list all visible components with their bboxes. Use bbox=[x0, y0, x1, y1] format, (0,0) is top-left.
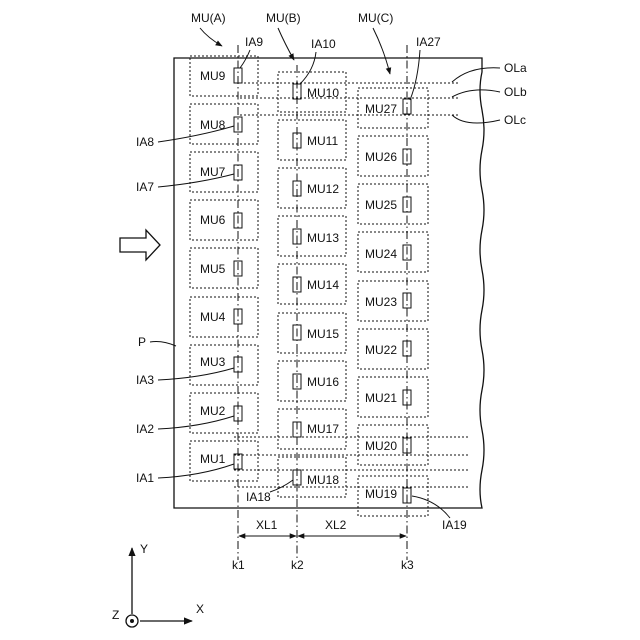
plate-label: P bbox=[138, 335, 146, 349]
transport-direction-arrow bbox=[120, 230, 160, 260]
ia-label: IA10 bbox=[311, 37, 336, 51]
overlap-label-a: OLa bbox=[504, 61, 527, 75]
column-label-k2: k2 bbox=[291, 558, 304, 572]
group-label-a: MU(A) bbox=[191, 11, 226, 25]
ia-leader bbox=[240, 50, 250, 68]
ia-leader bbox=[300, 52, 316, 84]
ia-label: IA19 bbox=[442, 518, 467, 532]
group-arrow-b bbox=[278, 28, 294, 60]
ia-leader bbox=[158, 368, 234, 380]
overlap-leader-b bbox=[452, 90, 500, 97]
ia-label: IA9 bbox=[245, 35, 263, 49]
unit-label: MU4 bbox=[200, 310, 226, 324]
unit-label: MU11 bbox=[307, 134, 338, 148]
ia-leader bbox=[412, 496, 450, 518]
unit-label: MU3 bbox=[200, 355, 226, 369]
x-axis-label: X bbox=[196, 602, 204, 616]
unit-label: MU6 bbox=[200, 213, 226, 227]
unit-label: MU27 bbox=[365, 102, 397, 116]
unit-label: MU16 bbox=[307, 375, 339, 389]
unit-label: MU15 bbox=[307, 327, 339, 341]
group-arrow-a bbox=[200, 28, 222, 46]
spacing-label-xl2: XL2 bbox=[325, 518, 347, 532]
group-label-b: MU(B) bbox=[266, 11, 301, 25]
unit-label: MU1 bbox=[200, 452, 226, 466]
unit-label: MU25 bbox=[365, 198, 397, 212]
group-label-c: MU(C) bbox=[358, 11, 393, 25]
unit-label: MU12 bbox=[307, 182, 339, 196]
z-axis-dot bbox=[130, 619, 134, 623]
ia-label: IA2 bbox=[136, 422, 154, 436]
unit-label: MU2 bbox=[200, 404, 226, 418]
overlap-label-b: OLb bbox=[504, 85, 527, 99]
overlap-label-c: OLc bbox=[504, 113, 526, 127]
ia-label: IA18 bbox=[246, 490, 271, 504]
ia-label: IA3 bbox=[136, 373, 154, 387]
ia-label: IA27 bbox=[416, 35, 441, 49]
unit-label: MU20 bbox=[365, 439, 397, 453]
unit-label: MU10 bbox=[307, 86, 339, 100]
column-label-k3: k3 bbox=[401, 558, 414, 572]
z-axis-label: Z bbox=[112, 608, 119, 622]
overlap-leader-c bbox=[452, 115, 500, 123]
unit-label: MU9 bbox=[200, 69, 226, 83]
ia-leader bbox=[270, 480, 293, 492]
unit-label: MU22 bbox=[365, 343, 397, 357]
ia-leader bbox=[158, 464, 234, 478]
unit-label: MU17 bbox=[307, 422, 339, 436]
ia-label: IA7 bbox=[136, 180, 154, 194]
unit-label: MU18 bbox=[307, 473, 339, 487]
column-label-k1: k1 bbox=[232, 558, 245, 572]
unit-label: MU24 bbox=[365, 247, 397, 261]
overlap-leader-a bbox=[452, 68, 500, 82]
y-axis-label: Y bbox=[140, 542, 148, 556]
unit-label: MU26 bbox=[365, 150, 397, 164]
ia-label: IA8 bbox=[136, 135, 154, 149]
group-arrow-c bbox=[373, 28, 390, 74]
unit-label: MU14 bbox=[307, 278, 339, 292]
unit-label: MU23 bbox=[365, 295, 397, 309]
plate-leader bbox=[150, 342, 176, 347]
spacing-label-xl1: XL1 bbox=[256, 518, 278, 532]
unit-label: MU19 bbox=[365, 487, 397, 501]
unit-label: MU13 bbox=[307, 231, 339, 245]
unit-label: MU21 bbox=[365, 391, 397, 405]
ia-label: IA1 bbox=[136, 471, 154, 485]
unit-label: MU5 bbox=[200, 262, 226, 276]
